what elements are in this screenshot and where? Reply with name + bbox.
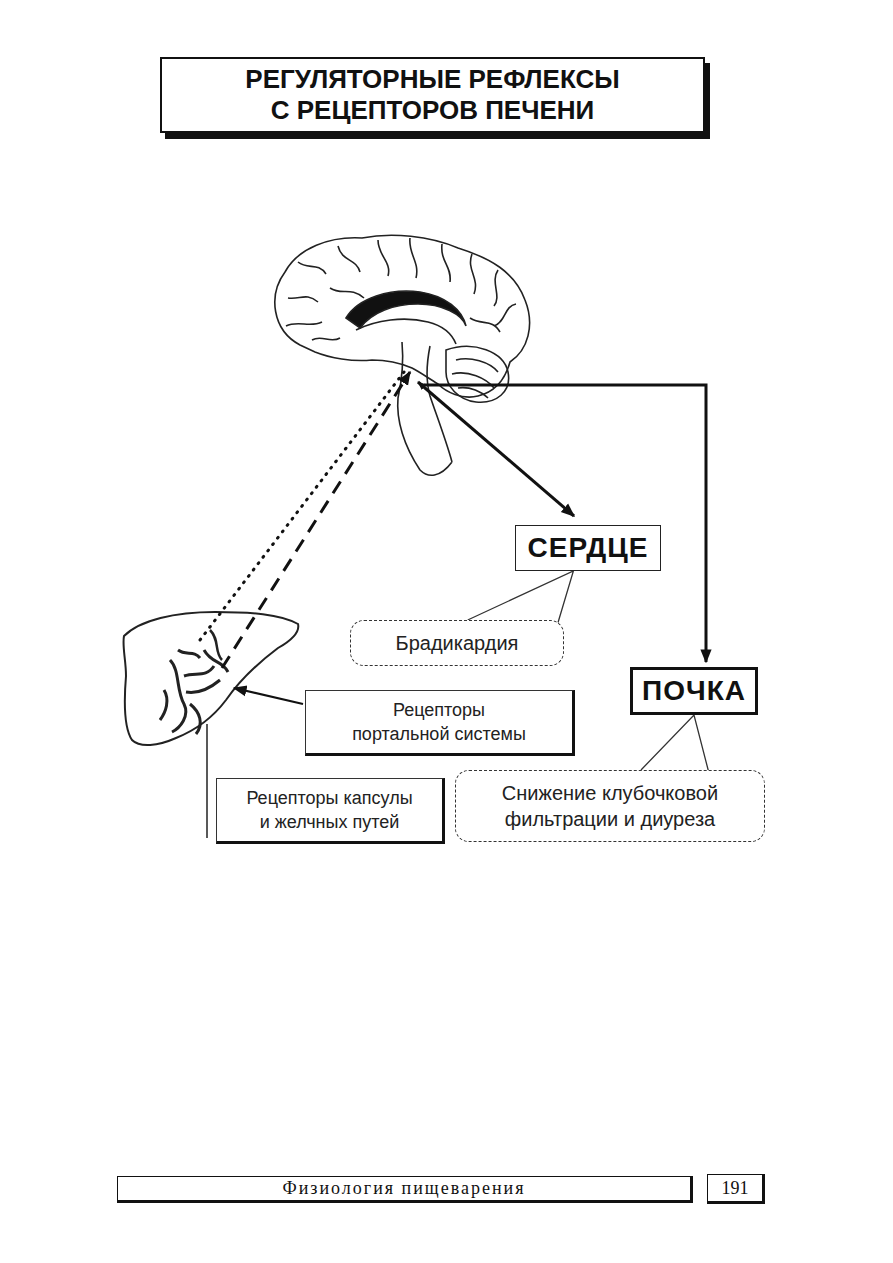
footer-bar: Физиология пищеварения — [117, 1176, 693, 1203]
organ-box: ПОЧКА — [630, 667, 758, 715]
node-text: Снижение клубочковой фильтрации и диурез… — [468, 780, 752, 832]
node-text: Рецепторы капсулы и желчных путей — [227, 786, 432, 834]
effect-callout: Брадикардия — [350, 620, 564, 666]
pointer-line — [206, 724, 208, 838]
organ-box: СЕРДЦЕ — [515, 525, 661, 571]
node-text: СЕРДЦЕ — [524, 532, 652, 564]
title-box: РЕГУЛЯТОРНЫЕ РЕФЛЕКСЫ С РЕЦЕПТОРОВ ПЕЧЕН… — [160, 57, 705, 133]
page-number-box: 191 — [707, 1174, 765, 1204]
node-text: Брадикардия — [363, 630, 551, 656]
page-number: 191 — [722, 1178, 749, 1199]
pointer-arrow — [234, 688, 303, 704]
afferent-dotted — [200, 372, 404, 640]
leader-connector — [468, 571, 574, 624]
receptor-box: Рецепторы капсулы и желчных путей — [216, 778, 445, 844]
node-text: ПОЧКА — [641, 675, 747, 707]
liver-drawing — [123, 612, 298, 745]
efferent-heart-arrow — [418, 382, 574, 516]
effect-callout: Снижение клубочковой фильтрации и диурез… — [455, 770, 765, 842]
receptor-box: Рецепторы портальной системы — [305, 690, 575, 756]
section-name: Физиология пищеварения — [282, 1178, 525, 1199]
brain-drawing — [275, 235, 530, 475]
leader-connector — [641, 715, 709, 774]
node-text: Рецепторы портальной системы — [316, 698, 562, 746]
title-text: РЕГУЛЯТОРНЫЕ РЕФЛЕКСЫ С РЕЦЕПТОРОВ ПЕЧЕН… — [198, 64, 668, 126]
